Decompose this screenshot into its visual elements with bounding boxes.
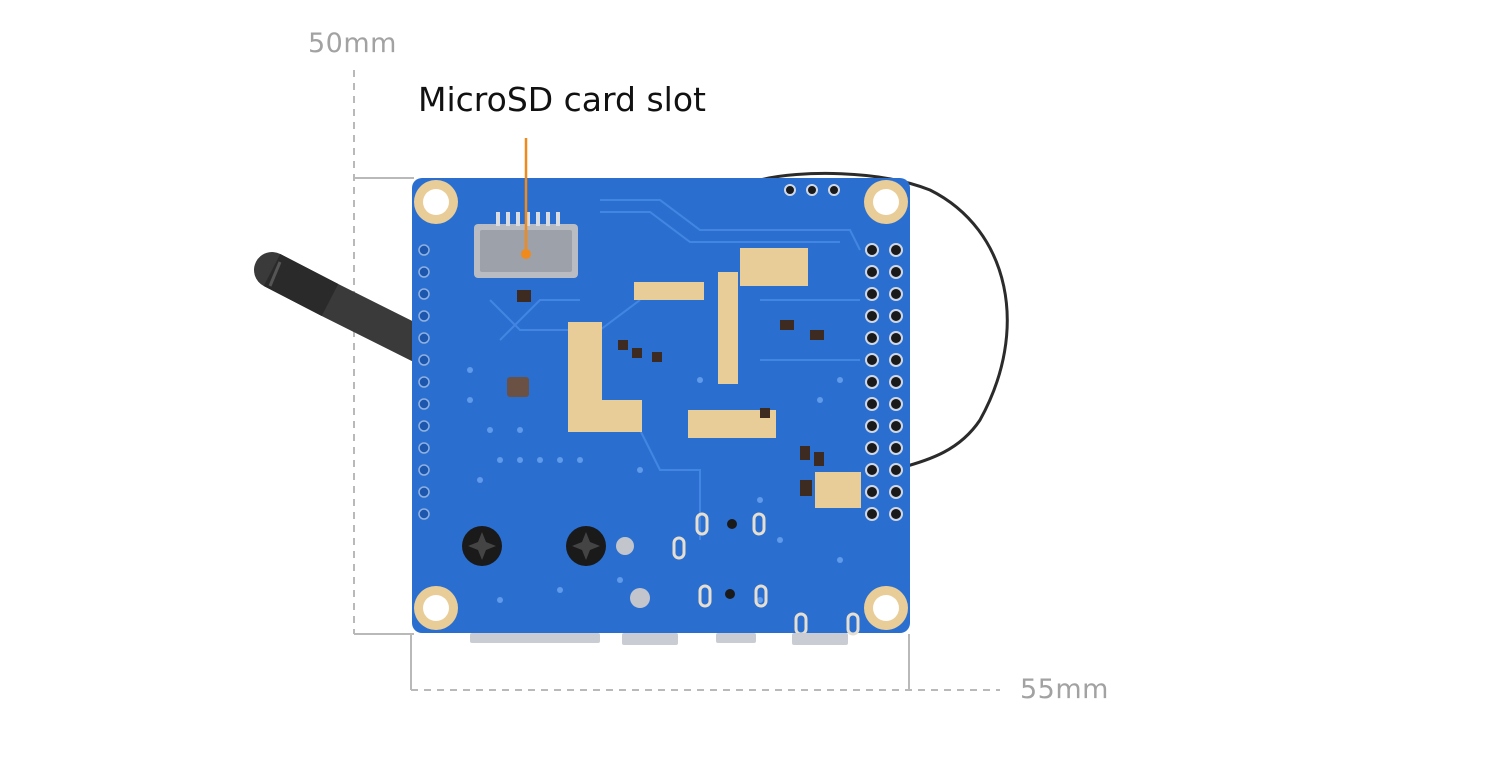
edge-ports xyxy=(470,633,848,645)
power-cable xyxy=(254,252,438,363)
small-components xyxy=(507,290,824,496)
left-pin-column xyxy=(418,244,430,520)
mounting-holes xyxy=(414,180,908,630)
height-dimension-label: 50mm xyxy=(308,28,397,59)
dimension-lines xyxy=(353,70,1000,691)
width-dimension-label: 55mm xyxy=(1020,674,1109,705)
vias xyxy=(467,367,843,603)
gold-pads xyxy=(568,248,861,508)
antenna-wire xyxy=(759,171,1009,470)
gpio-header xyxy=(784,184,903,521)
pcb-traces xyxy=(489,199,861,540)
screw-pads xyxy=(462,519,737,608)
pcb-board xyxy=(412,178,910,645)
microsd-callout-label: MicroSD card slot xyxy=(418,80,706,119)
callout-pointer xyxy=(521,138,531,259)
slot-pads xyxy=(672,512,860,636)
